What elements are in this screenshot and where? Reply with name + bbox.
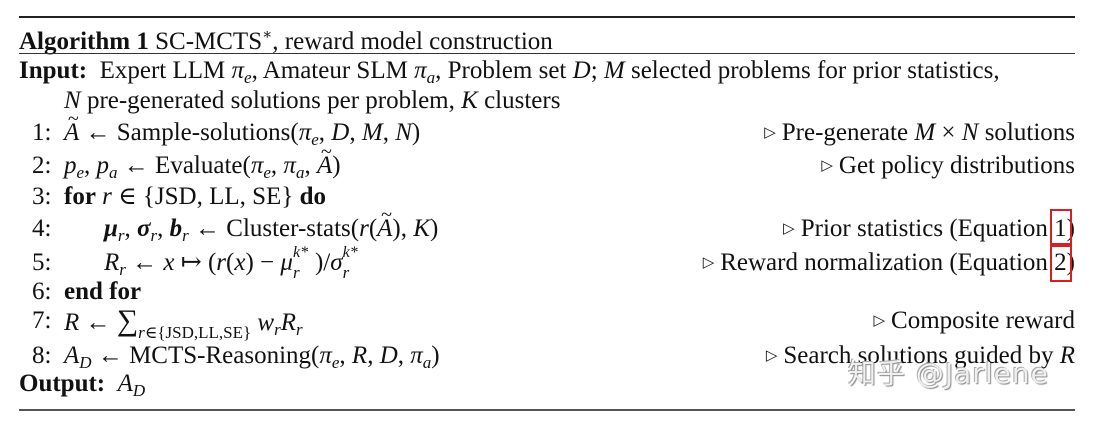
input-line-1: Input: Expert LLM πe, Amateur SLM πa, Pr…: [19, 57, 1000, 87]
step-4-comment: ▷Prior statistics (Equation 1): [783, 215, 1075, 242]
step-number: 8:: [32, 342, 52, 369]
step-8-comment: ▷Search solutions guided by R: [765, 342, 1075, 369]
input-label: Input:: [19, 57, 88, 84]
step-7-code: R ← ∑r∈{JSD,LL,SE} wrRr: [64, 304, 303, 343]
step-2-code: pe, pa ← Evaluate(πe, πa, A): [64, 137, 341, 188]
step-number: 4:: [32, 215, 52, 242]
equation-ref-1[interactable]: 1: [1054, 215, 1067, 242]
step-number: 3:: [32, 183, 52, 210]
step-number: 7:: [32, 307, 52, 334]
highlight-box-eq1: [1050, 209, 1072, 245]
highlight-box-eq2: [1050, 245, 1072, 282]
step-number: 2:: [32, 152, 52, 179]
step-1-comment: ▷Pre-generate M × N solutions: [764, 119, 1075, 146]
output-line: Output: AD: [19, 370, 146, 400]
input-line-2: N pre-generated solutions per problem, K…: [64, 87, 561, 114]
output-label: Output:: [19, 370, 106, 397]
triangle-right-icon: ▷: [821, 158, 833, 174]
step-number: 6:: [32, 278, 52, 305]
equation-ref-2[interactable]: 2: [1054, 249, 1067, 276]
step-number: 1:: [32, 119, 52, 146]
algorithm-title: SC-MCTS∗, reward model construction: [155, 27, 553, 55]
triangle-right-icon: ▷: [702, 255, 715, 271]
step-8-code: AD ← MCTS-Reasoning(πe, R, D, πa): [64, 342, 440, 372]
watermark: 知乎 @Jarlene: [848, 357, 1049, 390]
step-3-code: for r ∈ {JSD, LL, SE} do: [64, 183, 326, 210]
step-2-comment: ▷Get policy distributions: [821, 152, 1075, 179]
step-6-code: end for: [64, 278, 142, 305]
algorithm-caption: Algorithm 1 SC-MCTS∗, reward model const…: [19, 20, 553, 57]
triangle-right-icon: ▷: [764, 125, 776, 141]
caption-rule: [19, 53, 1075, 54]
step-1-code: A ← Sample-solutions(πe, D, M, N): [64, 104, 420, 155]
triangle-right-icon: ▷: [873, 313, 886, 329]
step-4-code: μr, σr, br ← Cluster-stats(r(A), K): [104, 200, 438, 251]
step-5-comment: ▷Reward normalization (Equation 2): [702, 249, 1075, 276]
triangle-right-icon: ▷: [765, 348, 778, 364]
step-7-comment: ▷Composite reward: [873, 307, 1075, 334]
step-number: 5:: [32, 249, 52, 276]
bottom-rule: [19, 409, 1075, 411]
top-rule: [19, 16, 1075, 18]
triangle-right-icon: ▷: [783, 221, 795, 237]
algorithm-label: Algorithm 1: [19, 28, 149, 55]
